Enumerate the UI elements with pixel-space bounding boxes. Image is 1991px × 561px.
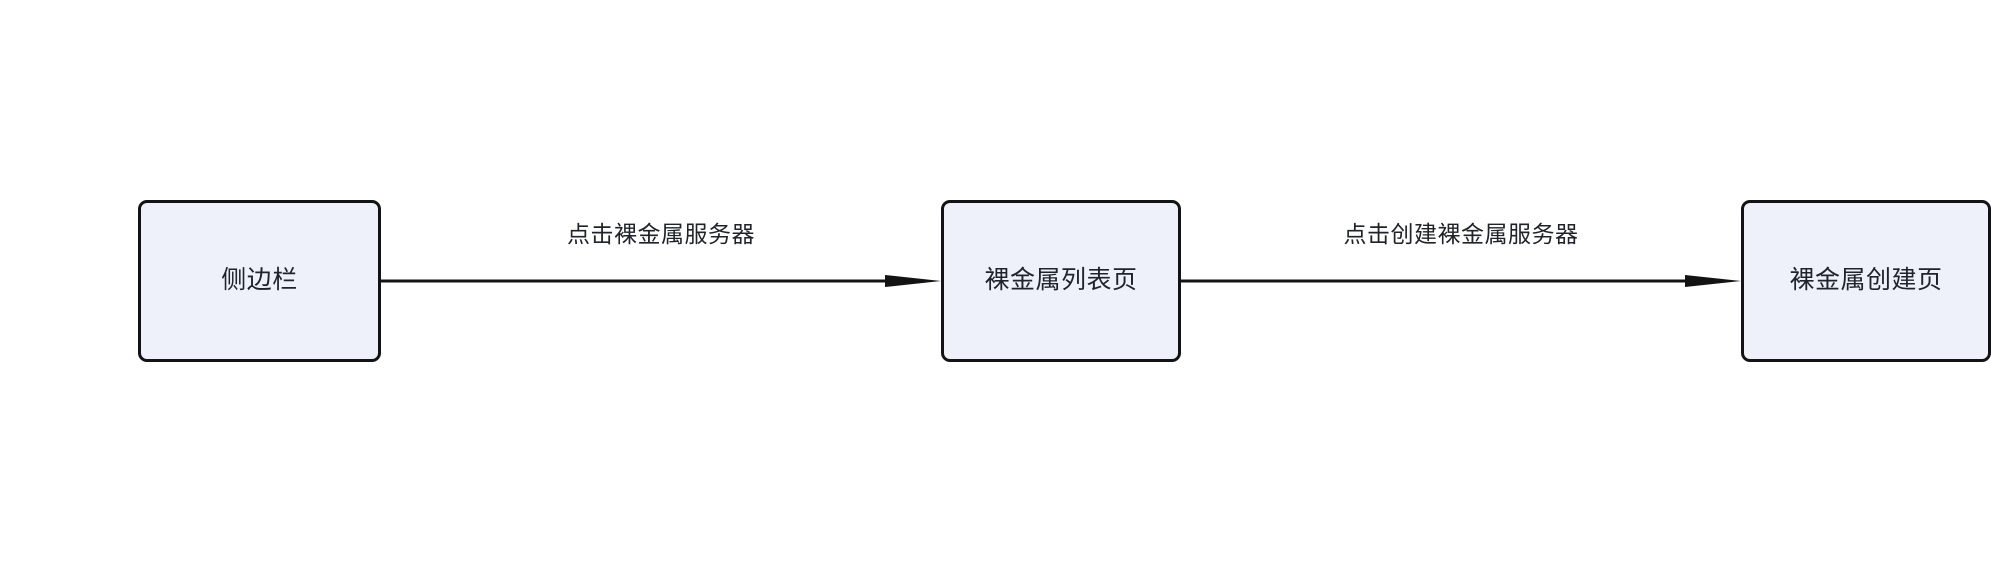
- node-bare-metal-list-label: 裸金属列表页: [984, 266, 1138, 294]
- node-bare-metal-list[interactable]: 裸金属列表页: [941, 199, 1181, 362]
- arrow-icon: [1181, 271, 1741, 291]
- left-margin-spacer: [0, 280, 138, 281]
- node-bare-metal-create[interactable]: 裸金属创建页: [1741, 199, 1991, 362]
- arrow-icon: [381, 271, 941, 291]
- edge-sidebar-to-list[interactable]: 点击裸金属服务器: [381, 200, 941, 362]
- node-sidebar[interactable]: 侧边栏: [138, 199, 381, 362]
- edge-list-to-create-label: 点击创建裸金属服务器: [1343, 220, 1579, 247]
- edge-list-to-create[interactable]: 点击创建裸金属服务器: [1181, 200, 1741, 362]
- edge-sidebar-to-list-label: 点击裸金属服务器: [567, 220, 755, 247]
- node-sidebar-label: 侧边栏: [221, 266, 298, 294]
- node-bare-metal-create-label: 裸金属创建页: [1789, 266, 1943, 294]
